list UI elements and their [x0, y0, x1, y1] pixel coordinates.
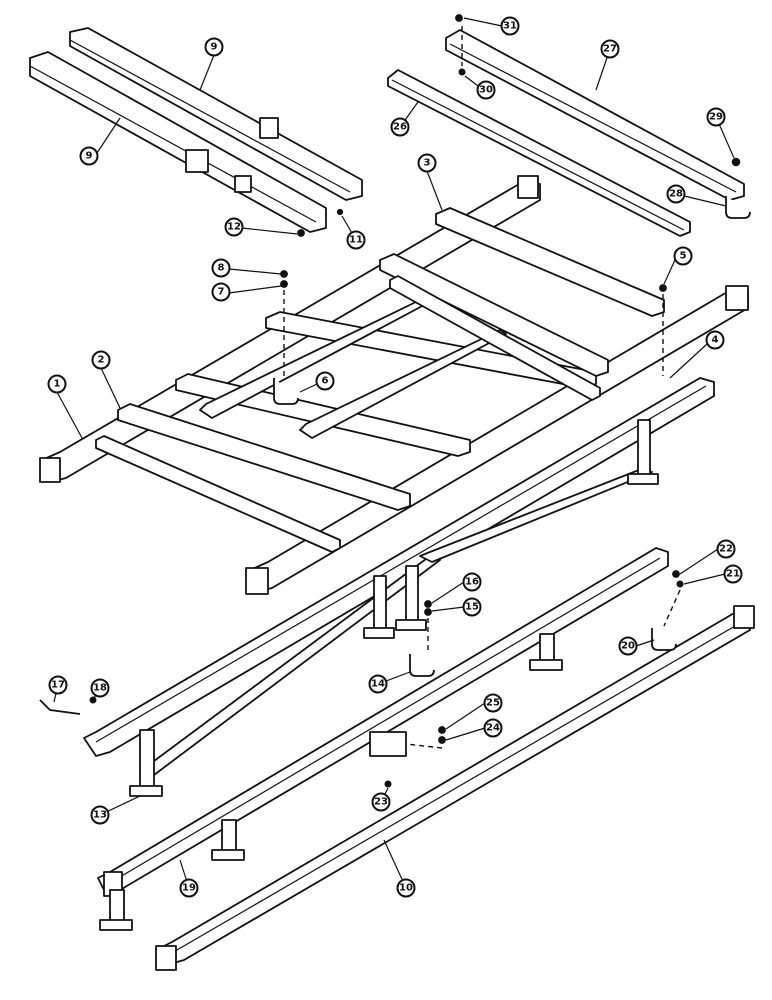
lower-frame-19 — [97, 547, 669, 931]
top-rail-27 — [445, 29, 745, 201]
callout-label: 14 — [371, 679, 385, 690]
callout-label: 24 — [486, 723, 500, 734]
callout-label: 25 — [486, 698, 500, 709]
side-rail-upper — [69, 27, 363, 201]
callout-4: 4 — [705, 330, 725, 350]
callout-label: 9 — [86, 151, 93, 162]
callout-label: 22 — [719, 544, 733, 555]
callout-8: 8 — [211, 258, 231, 278]
callout-25: 25 — [483, 693, 503, 713]
callout-1: 1 — [47, 374, 67, 394]
callout-label: 27 — [603, 44, 617, 55]
callout-24: 24 — [483, 718, 503, 738]
callout-9-upper: 9 — [204, 37, 224, 57]
callout-label: 18 — [93, 683, 107, 694]
callout-label: 10 — [399, 883, 413, 894]
callout-31: 31 — [500, 16, 520, 36]
top-rail-26 — [387, 69, 691, 237]
callout-3: 3 — [417, 153, 437, 173]
callout-15: 15 — [462, 597, 482, 617]
callout-30: 30 — [476, 80, 496, 100]
callout-label: 20 — [621, 641, 635, 652]
callout-label: 21 — [726, 569, 740, 580]
u-bolt-20 — [651, 628, 677, 651]
callout-label: 15 — [465, 602, 479, 613]
callout-11: 11 — [346, 230, 366, 250]
callout-leaders — [53, 17, 735, 889]
callout-label: 6 — [322, 376, 329, 387]
callout-10: 10 — [396, 878, 416, 898]
callout-22: 22 — [716, 539, 736, 559]
bottom-rail-10 — [155, 605, 755, 971]
callout-label: 28 — [669, 189, 683, 200]
main-frame — [39, 175, 749, 595]
callout-label: 23 — [374, 797, 388, 808]
callout-label: 4 — [712, 335, 719, 346]
callout-21: 21 — [723, 564, 743, 584]
callout-label: 30 — [479, 85, 493, 96]
callout-12: 12 — [224, 217, 244, 237]
callout-29: 29 — [706, 107, 726, 127]
callout-23: 23 — [371, 792, 391, 812]
callout-label: 19 — [182, 883, 196, 894]
callout-20: 20 — [618, 636, 638, 656]
hardware — [39, 14, 751, 788]
callout-label: 31 — [503, 21, 517, 32]
callout-label: 12 — [227, 222, 241, 233]
callout-label: 2 — [98, 355, 105, 366]
callout-5: 5 — [673, 246, 693, 266]
pin-17 — [39, 699, 81, 715]
callout-label: 5 — [680, 251, 687, 262]
callout-label: 9 — [211, 42, 218, 53]
callout-17: 17 — [48, 675, 68, 695]
callout-6: 6 — [315, 371, 335, 391]
callout-28: 28 — [666, 184, 686, 204]
callout-26: 26 — [390, 117, 410, 137]
callout-label: 3 — [424, 158, 431, 169]
u-bolt-6 — [273, 378, 299, 405]
callout-27: 27 — [600, 39, 620, 59]
callout-9-lower: 9 — [79, 146, 99, 166]
callout-label: 1 — [54, 379, 61, 390]
callout-label: 8 — [218, 263, 225, 274]
callout-18: 18 — [90, 678, 110, 698]
callout-13: 13 — [90, 805, 110, 825]
callout-label: 16 — [465, 577, 479, 588]
callout-7: 7 — [211, 282, 231, 302]
callout-19: 19 — [179, 878, 199, 898]
callout-16: 16 — [462, 572, 482, 592]
side-rail-lower — [29, 51, 327, 233]
callout-2: 2 — [91, 350, 111, 370]
callout-label: 13 — [93, 810, 107, 821]
support-frame-13 — [83, 377, 715, 797]
callout-label: 17 — [51, 680, 65, 691]
callout-label: 7 — [218, 287, 225, 298]
callout-label: 26 — [393, 122, 407, 133]
u-bolt-14 — [409, 654, 435, 677]
callout-14: 14 — [368, 674, 388, 694]
u-bolt-28 — [725, 196, 751, 219]
callout-label: 29 — [709, 112, 723, 123]
callout-label: 11 — [349, 235, 363, 246]
